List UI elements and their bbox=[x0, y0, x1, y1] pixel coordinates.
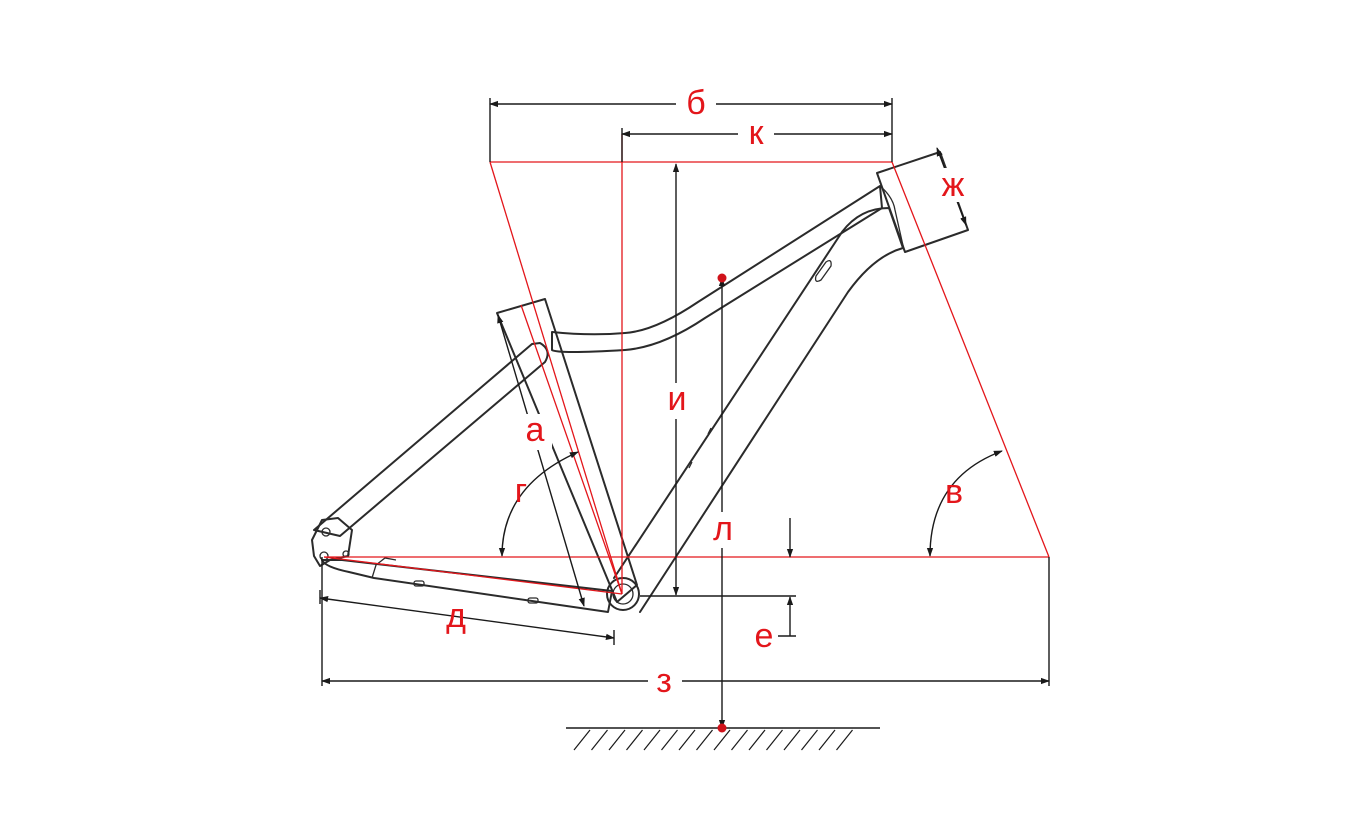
chainstay-axis bbox=[323, 556, 623, 595]
ground-hatch-mark bbox=[661, 729, 678, 751]
bottom-bracket bbox=[606, 577, 640, 611]
ground-hatch-mark bbox=[801, 729, 818, 751]
ground-hatch-mark bbox=[731, 729, 748, 751]
ground-hatch-mark bbox=[591, 729, 608, 751]
label-e: е bbox=[755, 617, 774, 655]
ground-hatch-mark bbox=[783, 729, 801, 751]
top-tube bbox=[551, 185, 883, 353]
geometry-reference-lines bbox=[323, 134, 1050, 595]
dimension-labels: б к ж и a г в л д е з bbox=[446, 84, 974, 700]
ground-hatch-mark bbox=[608, 729, 626, 751]
ground-hatch-mark bbox=[573, 729, 591, 751]
ground-hatch-mark bbox=[713, 729, 731, 751]
label-k: к bbox=[749, 114, 765, 152]
label-b: б bbox=[686, 84, 705, 122]
dim-d bbox=[319, 595, 615, 641]
ground-hatch-mark bbox=[818, 729, 836, 751]
ground bbox=[566, 727, 880, 751]
dimension-lines bbox=[319, 98, 1050, 729]
label-d: д bbox=[446, 597, 466, 635]
head-tube-axis bbox=[891, 161, 1050, 558]
dim-v-arc bbox=[926, 450, 1003, 557]
ground-hatch-mark bbox=[643, 729, 661, 751]
dim-g-arc bbox=[498, 451, 579, 557]
bike-frame bbox=[311, 151, 969, 613]
ground-hatch-mark bbox=[626, 729, 643, 751]
down-tube bbox=[613, 207, 904, 613]
cable-port bbox=[814, 260, 832, 282]
ground-hatch-mark bbox=[766, 729, 783, 751]
seat-stay bbox=[313, 342, 549, 537]
label-z: з bbox=[656, 662, 672, 700]
ground-hatch-mark bbox=[748, 729, 766, 751]
ground-hatch-mark bbox=[678, 729, 696, 751]
dim-a bbox=[497, 314, 585, 607]
ground-hatch-mark bbox=[836, 729, 853, 751]
seat-tube-axis-extension bbox=[489, 161, 623, 595]
label-g: г bbox=[515, 472, 527, 510]
ground-point bbox=[717, 723, 727, 733]
rear-dropout bbox=[311, 517, 353, 567]
label-zh: ж bbox=[942, 166, 965, 204]
label-l: л bbox=[713, 510, 733, 548]
label-a: a bbox=[526, 411, 545, 449]
label-i: и bbox=[668, 380, 687, 418]
standover-point bbox=[717, 273, 727, 283]
label-v: в bbox=[945, 473, 963, 511]
ground-hatch-mark bbox=[696, 729, 713, 751]
